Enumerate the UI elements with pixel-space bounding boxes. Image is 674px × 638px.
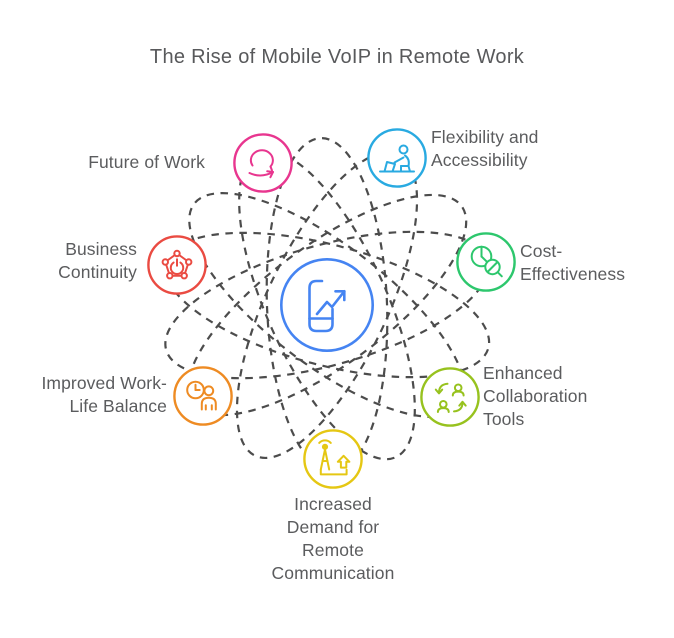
label-future-of-work: Future of Work — [88, 152, 205, 172]
network-power-icon — [161, 249, 193, 280]
antenna-up-arrow-icon — [318, 439, 351, 476]
label-collaboration-tools: Enhanced Collaboration Tools — [483, 363, 588, 429]
node-ring — [173, 366, 233, 426]
person-at-desk-icon — [379, 144, 415, 173]
pie-chart-magnifier-icon — [470, 245, 503, 278]
node-flexibility-accessibility — [367, 128, 427, 188]
smartphone-growth-arrow-icon — [308, 279, 346, 333]
node-cost-effectiveness — [456, 232, 516, 292]
label-work-life-balance: Improved Work- Life Balance — [41, 373, 167, 416]
label-remote-communication-demand: Increased Demand for Remote Communicatio… — [271, 494, 395, 583]
node-ring — [420, 367, 480, 427]
petal-ellipse-group — [163, 137, 491, 473]
node-ring — [303, 429, 363, 489]
center-hub — [279, 257, 375, 353]
node-work-life-balance — [173, 366, 233, 426]
clock-person-icon — [186, 380, 217, 411]
node-ring — [233, 133, 293, 193]
diagram-title: The Rise of Mobile VoIP in Remote Work — [149, 46, 525, 68]
label-flexibility-accessibility: Flexibility and Accessibility — [431, 127, 539, 170]
node-remote-communication-demand — [303, 429, 363, 489]
label-cost-effectiveness: Cost- Effectiveness — [520, 241, 626, 284]
node-ring — [367, 128, 427, 188]
node-business-continuity — [147, 235, 207, 295]
node-collaboration-tools — [420, 367, 480, 427]
people-swap-arrows-icon — [434, 382, 467, 413]
label-business-continuity: Business Continuity — [58, 239, 137, 282]
speech-bubble-arrow-icon — [248, 149, 274, 179]
node-future-of-work — [233, 133, 293, 193]
center-ring — [279, 257, 375, 353]
